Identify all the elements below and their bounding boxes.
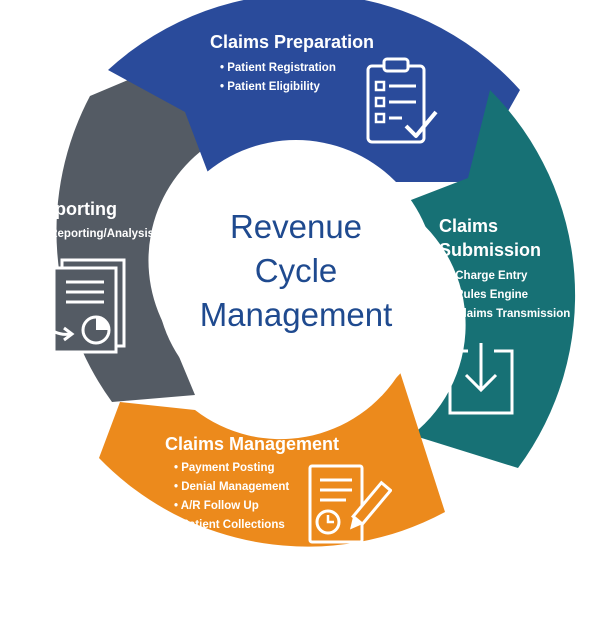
management-title: Claims Management	[165, 434, 340, 454]
management-list: Payment Posting Denial Management A/R Fo…	[174, 462, 289, 538]
preparation-item: Patient Eligibility	[220, 81, 336, 93]
center-title-line-2: Cycle	[254, 252, 338, 289]
reporting-list: Reporting/Analysis	[42, 228, 154, 247]
submission-list: Charge Entry Rules Engine Claims Transmi…	[448, 270, 570, 327]
preparation-item: Patient Registration	[220, 62, 336, 74]
center-title-line-1: Revenue	[229, 208, 363, 245]
preparation-list: Patient Registration Patient Eligibility	[220, 62, 336, 100]
management-item: Patient Collections	[174, 519, 289, 531]
center-title: Revenue Cycle Management	[180, 205, 412, 337]
management-item: Payment Posting	[174, 462, 289, 474]
center-disc	[156, 140, 436, 420]
submission-item: Claims Transmission	[448, 308, 570, 320]
reporting-item: Reporting/Analysis	[42, 228, 154, 240]
management-item: Denial Management	[174, 481, 289, 493]
preparation-title: Claims Preparation	[210, 32, 375, 52]
submission-item: Charge Entry	[448, 270, 570, 282]
reporting-title: Reporting	[32, 199, 117, 219]
submission-title-line-2: Submission	[439, 240, 542, 260]
download-tray-icon	[448, 343, 514, 415]
submission-title-line-1: Claims	[439, 216, 499, 236]
clipboard-checklist-icon	[366, 57, 438, 144]
report-pie-chart-icon	[42, 258, 126, 354]
management-item: A/R Follow Up	[174, 500, 289, 512]
submission-item: Rules Engine	[448, 289, 570, 301]
document-pen-clock-icon	[308, 464, 392, 544]
center-title-line-3: Management	[199, 296, 393, 333]
